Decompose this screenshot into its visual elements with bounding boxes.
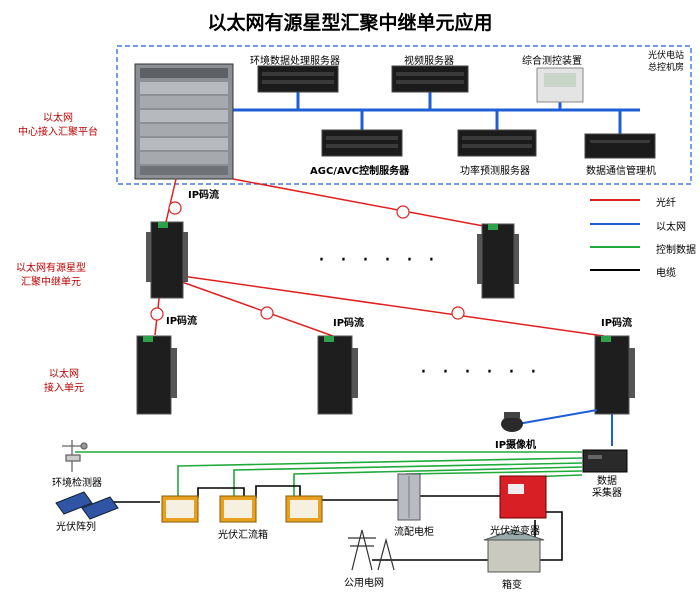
distribution-label: 流配电柜 bbox=[394, 527, 434, 538]
grid-label: 公用电网 bbox=[344, 578, 384, 589]
box-transformer bbox=[483, 529, 545, 573]
video-server bbox=[391, 65, 469, 93]
combiner-box-3 bbox=[285, 495, 323, 523]
relay-switch-right bbox=[477, 223, 519, 299]
agc-server bbox=[321, 129, 403, 157]
legend-lines bbox=[590, 199, 640, 271]
legend-fiber: 光纤 bbox=[656, 198, 676, 209]
ip-stream-label-3: IP码流 bbox=[333, 318, 365, 329]
monitor-device-label: 综合测控装置 bbox=[522, 56, 582, 67]
collector-label-line1: 数据 bbox=[597, 476, 617, 487]
combiner-box-1 bbox=[161, 495, 199, 523]
station-label-line1: 光伏电站 bbox=[648, 51, 685, 61]
section-center-line2: 中心接入汇聚平台 bbox=[18, 127, 98, 138]
env-server-label: 环境数据处理服务器 bbox=[250, 56, 340, 67]
distribution-cabinet bbox=[397, 473, 421, 521]
access-switch-3 bbox=[594, 335, 635, 415]
ip-stream-label-2: IP码流 bbox=[166, 316, 198, 327]
section-access-label: 以太网 接入单元 bbox=[44, 368, 84, 396]
comm-server bbox=[584, 133, 656, 159]
data-collector-device bbox=[582, 449, 628, 473]
ip-stream-label-4: IP码流 bbox=[601, 318, 633, 329]
access-switch-2 bbox=[317, 335, 358, 415]
legend-ethernet: 以太网 bbox=[656, 222, 686, 233]
section-relay-line1: 以太网有源星型 bbox=[16, 263, 86, 274]
relay-switch-left bbox=[146, 221, 188, 299]
access-ellipsis: · · · · · · bbox=[420, 360, 541, 385]
env-server bbox=[257, 65, 339, 93]
section-relay-line2: 汇聚中继单元 bbox=[21, 277, 81, 288]
section-relay-label: 以太网有源星型 汇聚中继单元 bbox=[16, 262, 86, 290]
combiner-label: 光伏汇流箱 bbox=[218, 530, 268, 541]
agc-server-label: AGC/AVC控制服务器 bbox=[310, 166, 410, 177]
combiner-box-2 bbox=[219, 495, 257, 523]
section-center-label: 以太网 中心接入汇聚平台 bbox=[18, 112, 98, 140]
comm-server-label: 数据通信管理机 bbox=[586, 166, 656, 177]
power-server bbox=[457, 129, 537, 157]
legend-cable: 电缆 bbox=[656, 268, 676, 279]
access-switch-1 bbox=[136, 335, 177, 415]
pv-array-device bbox=[55, 491, 119, 520]
inverter-label: 光伏逆变器 bbox=[490, 526, 540, 537]
ip-camera bbox=[501, 412, 523, 432]
ip-stream-label-1: IP码流 bbox=[188, 190, 220, 201]
station-label: 光伏电站 总控机房 bbox=[648, 50, 684, 74]
station-label-line2: 总控机房 bbox=[648, 63, 685, 73]
video-server-label: 视频服务器 bbox=[404, 56, 454, 67]
pv-array-label: 光伏阵列 bbox=[56, 522, 96, 533]
power-server-label: 功率预测服务器 bbox=[460, 166, 530, 177]
collector-label: 数据 采集器 bbox=[592, 476, 622, 500]
section-center-line1: 以太网 bbox=[43, 113, 73, 124]
env-detector-label: 环境检测器 bbox=[52, 478, 102, 489]
camera-label: IP摄像机 bbox=[495, 440, 537, 451]
control-room-box bbox=[116, 45, 692, 185]
grid-tower bbox=[348, 529, 395, 571]
section-access-line2: 接入单元 bbox=[44, 383, 84, 394]
transformer-label: 箱变 bbox=[502, 580, 522, 591]
collector-label-line2: 采集器 bbox=[592, 488, 622, 499]
relay-ellipsis: · · · · · · bbox=[318, 248, 439, 273]
inverter-device bbox=[499, 475, 547, 519]
env-detector-device bbox=[62, 440, 88, 472]
diagram-title: 以太网有源星型汇聚中继单元应用 bbox=[207, 12, 493, 34]
section-access-line1: 以太网 bbox=[49, 369, 79, 380]
aggregation-chassis bbox=[134, 63, 234, 180]
legend-control: 控制数据 bbox=[656, 245, 696, 256]
monitor-device bbox=[536, 67, 584, 103]
